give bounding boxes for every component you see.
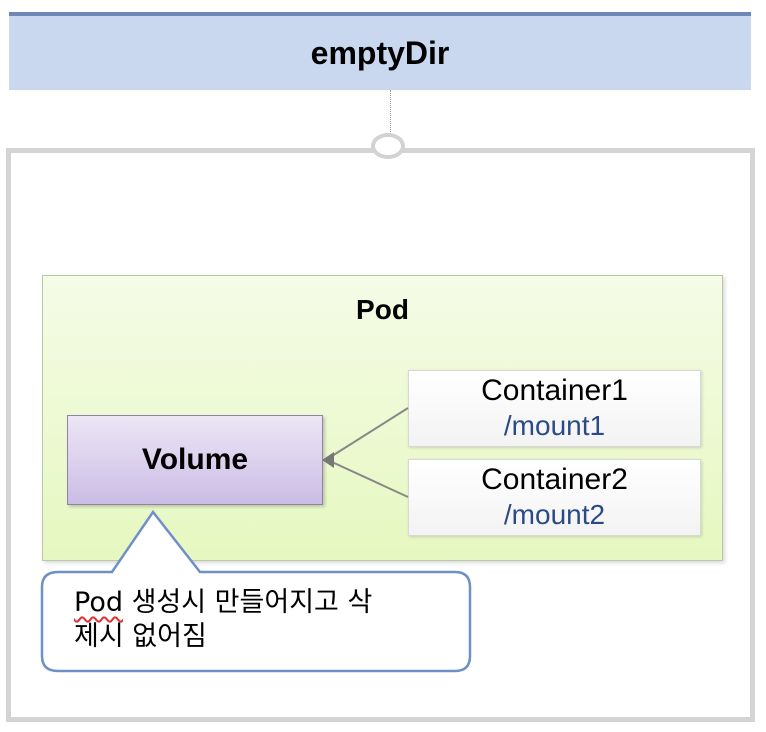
- connector-circle: [371, 133, 405, 159]
- arrow-container2-to-volume: [331, 461, 409, 498]
- container1-box: Container1 /mount1: [408, 370, 701, 447]
- container1-mount: /mount1: [503, 410, 606, 441]
- volume-label: Volume: [141, 443, 249, 476]
- pod-label: Pod: [356, 294, 409, 325]
- callout-line1-rest: 생성시 만들어지고 삭: [122, 587, 373, 618]
- volume-box: Volume: [67, 415, 323, 505]
- callout-highlight: Pod: [74, 587, 123, 618]
- callout-text: Pod 생성시 만들어지고 삭 제시 없어짐: [74, 586, 454, 654]
- diagram-title: emptyDir: [310, 34, 450, 71]
- arrowhead-icon: [322, 452, 334, 468]
- callout-shape: [40, 509, 472, 673]
- container2-box: Container2 /mount2: [408, 459, 701, 536]
- container2-mount: /mount2: [503, 499, 606, 530]
- arrow-container1-to-volume: [331, 407, 409, 457]
- title-bar: emptyDir: [9, 12, 751, 90]
- container1-name: Container1: [481, 374, 628, 407]
- callout-line2: 제시 없어짐: [74, 621, 207, 652]
- title-connector-line: [390, 90, 391, 134]
- container2-name: Container2: [481, 463, 628, 496]
